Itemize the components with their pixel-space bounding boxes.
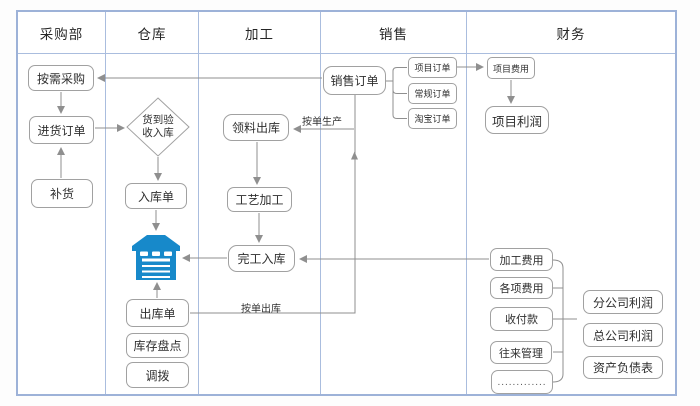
node-more-items: ............. [491,370,553,394]
node-inbound-order: 入库单 [125,183,187,209]
node-branch-company-profit: 分公司利润 [583,290,663,314]
swimlane-sales: 销售 [321,12,467,394]
lane-header-warehouse: 仓库 [106,12,198,54]
node-regular-order: 常规订单 [408,83,457,104]
edge-label-ship-to-order: 按单出库 [241,304,281,315]
warehouse-icon [132,235,180,280]
node-sales-order: 销售订单 [323,66,386,95]
node-project-profit: 项目利润 [485,106,549,134]
lane-header-sales: 销售 [321,12,466,54]
arrival-inspection-line2: 收入库 [142,127,174,139]
node-finished-goods-inbound: 完工入库 [228,245,295,272]
swimlane-purchasing: 采购部 [18,12,106,394]
node-transfer: 调拨 [126,362,189,388]
node-processing-expense: 加工费用 [490,248,553,271]
node-taobao-order: 淘宝订单 [408,108,457,129]
arrival-inspection-label: 货到验 收入库 [128,114,188,140]
node-purchase-on-demand: 按需采购 [28,65,94,91]
node-material-requisition-outbound: 领料出库 [223,114,289,141]
lane-header-finance: 财务 [467,12,675,54]
node-balance-sheet: 资产负债表 [583,356,663,379]
node-outbound-order: 出库单 [126,299,189,327]
node-misc-expenses: 各项费用 [490,277,553,299]
lane-header-purchasing: 采购部 [18,12,105,54]
edge-label-produce-to-order: 按单生产 [302,117,342,128]
node-process-machining: 工艺加工 [227,187,292,212]
node-head-office-profit: 总公司利润 [583,323,663,347]
node-receipts-payments: 收付款 [490,307,553,331]
node-project-order: 项目订单 [408,57,457,78]
lane-header-processing: 加工 [199,12,320,54]
node-project-expense: 项目费用 [487,57,535,79]
node-stocktaking: 库存盘点 [126,333,189,358]
node-transactions-management: 往来管理 [490,341,552,364]
swimlane-finance: 财务 [467,12,675,394]
arrival-inspection-line1: 货到验 [142,114,174,126]
node-purchase-order: 进货订单 [29,116,94,144]
node-replenishment: 补货 [31,179,93,208]
